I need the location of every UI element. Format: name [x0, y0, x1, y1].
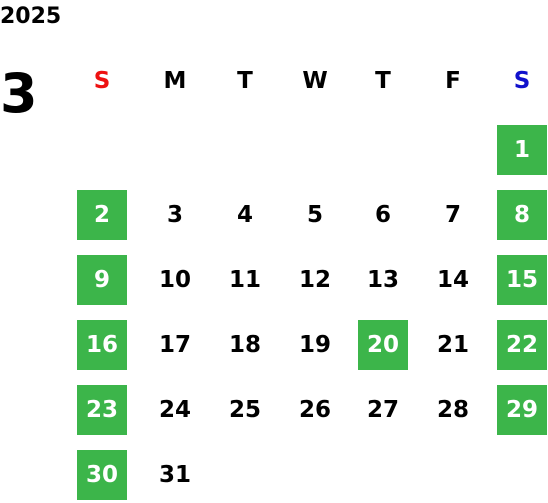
calendar-day-29[interactable]: 29 [497, 385, 547, 435]
calendar-day-11[interactable]: 11 [228, 267, 261, 293]
calendar-day-21[interactable]: 21 [436, 332, 469, 358]
calendar-day-26[interactable]: 26 [298, 397, 331, 423]
calendar-day-8[interactable]: 8 [497, 190, 547, 240]
weekday-label-tue: T [237, 68, 253, 94]
calendar-day-7[interactable]: 7 [444, 202, 461, 228]
calendar-day-5[interactable]: 5 [306, 202, 323, 228]
calendar-day-24[interactable]: 24 [158, 397, 191, 423]
calendar-day-22[interactable]: 22 [497, 320, 547, 370]
calendar-day-9[interactable]: 9 [77, 255, 127, 305]
calendar-day-14[interactable]: 14 [436, 267, 469, 293]
calendar-day-4[interactable]: 4 [236, 202, 253, 228]
calendar-day-20[interactable]: 20 [358, 320, 408, 370]
calendar-day-19[interactable]: 19 [298, 332, 331, 358]
calendar-day-31[interactable]: 31 [158, 462, 191, 488]
weekday-label-fri: F [445, 68, 461, 94]
calendar-day-23[interactable]: 23 [77, 385, 127, 435]
calendar-day-13[interactable]: 13 [366, 267, 399, 293]
calendar-day-1[interactable]: 1 [497, 125, 547, 175]
calendar-day-2[interactable]: 2 [77, 190, 127, 240]
calendar-day-28[interactable]: 28 [436, 397, 469, 423]
calendar-day-6[interactable]: 6 [374, 202, 391, 228]
calendar-day-3[interactable]: 3 [166, 202, 183, 228]
calendar-day-17[interactable]: 17 [158, 332, 191, 358]
calendar-day-18[interactable]: 18 [228, 332, 261, 358]
calendar-day-15[interactable]: 15 [497, 255, 547, 305]
calendar-day-10[interactable]: 10 [158, 267, 191, 293]
month-label: 3 [0, 62, 38, 125]
weekday-label-sat: S [513, 68, 531, 94]
calendar-day-25[interactable]: 25 [228, 397, 261, 423]
calendar-day-12[interactable]: 12 [298, 267, 331, 293]
calendar-day-16[interactable]: 16 [77, 320, 127, 370]
weekday-label-wed: W [302, 68, 328, 94]
calendar-day-27[interactable]: 27 [366, 397, 399, 423]
calendar-day-30[interactable]: 30 [77, 450, 127, 500]
weekday-label-thu: T [375, 68, 391, 94]
weekday-label-sun: S [93, 68, 111, 94]
year-label: 2025 [0, 4, 62, 29]
weekday-label-mon: M [163, 68, 187, 94]
